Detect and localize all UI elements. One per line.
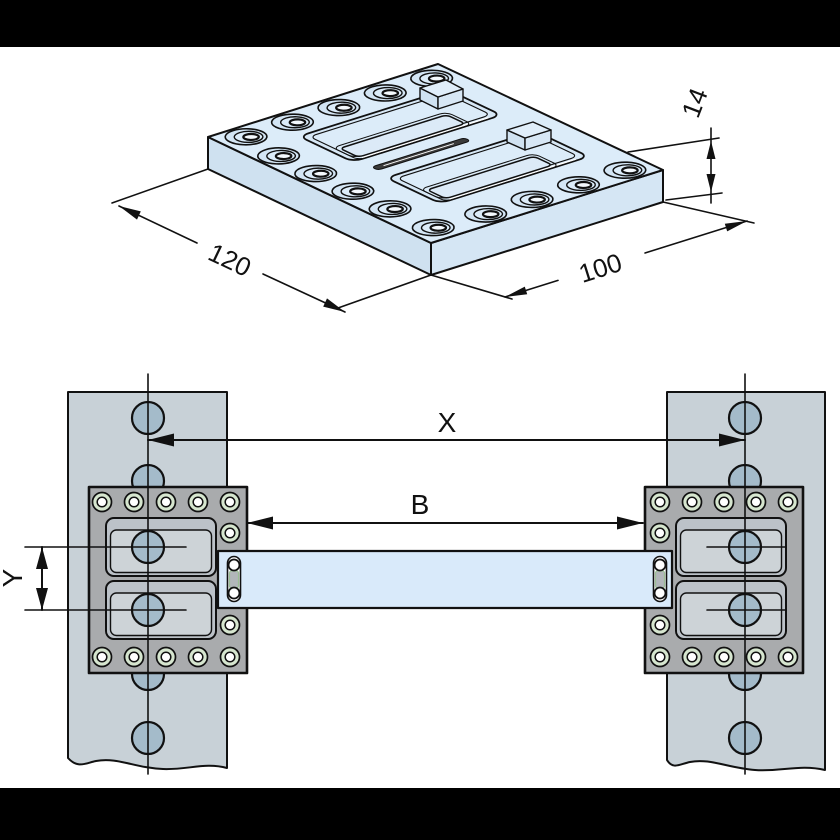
dim-y-label: Y bbox=[0, 568, 28, 587]
top-frame-bar bbox=[0, 0, 840, 47]
right-pallet-screws bbox=[649, 491, 799, 668]
pocket-1 bbox=[299, 90, 501, 162]
crossbeam bbox=[216, 549, 674, 610]
hole-crosshairs bbox=[24, 546, 787, 611]
clamp-post-1 bbox=[419, 79, 464, 110]
isometric-pallet-view: 120 100 14 bbox=[111, 63, 755, 313]
dim-x: X bbox=[147, 407, 746, 447]
hole-row-nw bbox=[217, 67, 461, 148]
bottom-frame-bar bbox=[0, 788, 840, 840]
dim-thickness-label: 14 bbox=[675, 84, 713, 122]
crossbeam-left-slot bbox=[226, 555, 242, 603]
center-slot bbox=[371, 138, 470, 170]
plan-mounting-view: X B Y bbox=[0, 373, 826, 775]
crossbeam-right-slot bbox=[652, 555, 668, 603]
dim-y: Y bbox=[0, 546, 48, 611]
left-pallet-screws bbox=[91, 491, 241, 668]
dim-width-label: 100 bbox=[575, 247, 625, 289]
counterbore-holes bbox=[212, 67, 654, 241]
right-pallet bbox=[643, 485, 805, 675]
pocket-2 bbox=[386, 131, 588, 203]
dim-x-label: X bbox=[438, 407, 457, 438]
plate-top-features bbox=[212, 67, 654, 241]
dim-b-label: B bbox=[411, 489, 430, 520]
dim-b: B bbox=[246, 489, 644, 530]
clamp-post-2 bbox=[506, 121, 552, 151]
hole-row-sw bbox=[249, 144, 462, 240]
dim-length-label: 120 bbox=[204, 237, 256, 283]
hole-row-se bbox=[456, 159, 654, 225]
